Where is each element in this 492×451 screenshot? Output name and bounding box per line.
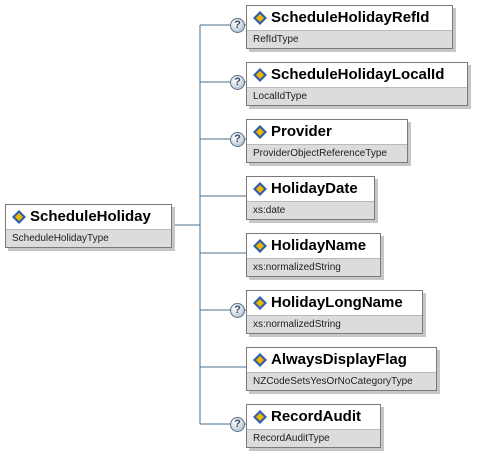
optional-question-icon: ? [230,75,245,90]
element-header: HolidayDate [247,177,374,201]
element-type: ProviderObjectReferenceType [247,144,407,162]
element-name: AlwaysDisplayFlag [271,351,407,368]
optional-question-icon: ? [230,132,245,147]
element-type: xs:normalizedString [247,258,380,276]
element-type: LocalIdType [247,87,467,105]
element-icon [253,11,267,25]
root-element-schedule-holiday[interactable]: ScheduleHoliday ScheduleHolidayType [5,204,172,248]
element-name: HolidayLongName [271,294,403,311]
element-name: HolidayDate [271,180,358,197]
element-name: ScheduleHolidayRefId [271,9,430,26]
optional-question-icon: ? [230,417,245,432]
element-name: RecordAudit [271,408,361,425]
element-header: ScheduleHolidayRefId [247,6,452,30]
element-icon [253,182,267,196]
element-type: xs:date [247,201,374,219]
element-icon [253,296,267,310]
element-header: ScheduleHolidayLocalId [247,63,467,87]
element-type: xs:normalizedString [247,315,422,333]
root-element-name: ScheduleHoliday [30,208,151,225]
optional-question-icon: ? [230,303,245,318]
element-icon [253,68,267,82]
element-icon [12,210,26,224]
element-name: HolidayName [271,237,367,254]
element-header: AlwaysDisplayFlag [247,348,436,372]
root-element-type: ScheduleHolidayType [6,229,171,247]
element-icon [253,410,267,424]
element-header: HolidayLongName [247,291,422,315]
element-type: RecordAuditType [247,429,380,447]
element-name: ScheduleHolidayLocalId [271,66,445,83]
element-holiday-date[interactable]: HolidayDate xs:date [246,176,375,220]
element-type: NZCodeSetsYesOrNoCategoryType [247,372,436,390]
element-name: Provider [271,123,332,140]
element-icon [253,125,267,139]
element-header: Provider [247,120,407,144]
optional-question-icon: ? [230,18,245,33]
element-header: HolidayName [247,234,380,258]
element-header: RecordAudit [247,405,380,429]
element-holiday-name[interactable]: HolidayName xs:normalizedString [246,233,381,277]
element-type: RefIdType [247,30,452,48]
element-icon [253,353,267,367]
element-icon [253,239,267,253]
element-holiday-long-name[interactable]: HolidayLongName xs:normalizedString [246,290,423,334]
